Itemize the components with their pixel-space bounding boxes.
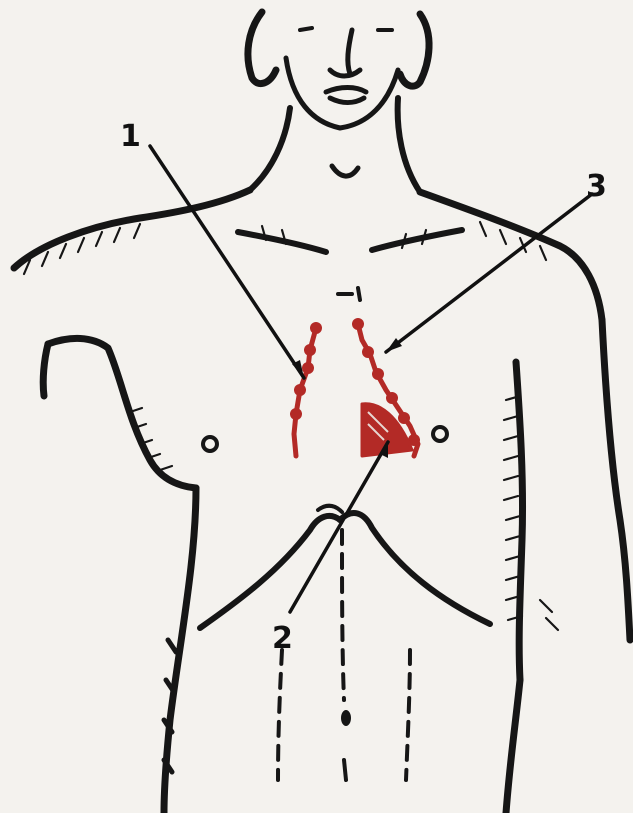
callout-label-1: 1 (120, 119, 141, 154)
left-marker-dot (294, 384, 306, 396)
callout-label-3: 3 (586, 169, 607, 204)
right-marker-dot (372, 368, 384, 380)
midline-dashes (342, 530, 344, 700)
lower-midline-mark (344, 760, 346, 780)
left-marker-dot (310, 322, 322, 334)
left-marker-dot (304, 344, 316, 356)
right-marker-dot (386, 392, 398, 404)
left-marker-dot (302, 362, 314, 374)
callout-label-2: 2 (272, 621, 293, 656)
left-marker-dot (290, 408, 302, 420)
right-marker-dot (352, 318, 364, 330)
navel (341, 710, 351, 726)
right-marker-dot (362, 346, 374, 358)
right-marker-dot (398, 412, 410, 424)
